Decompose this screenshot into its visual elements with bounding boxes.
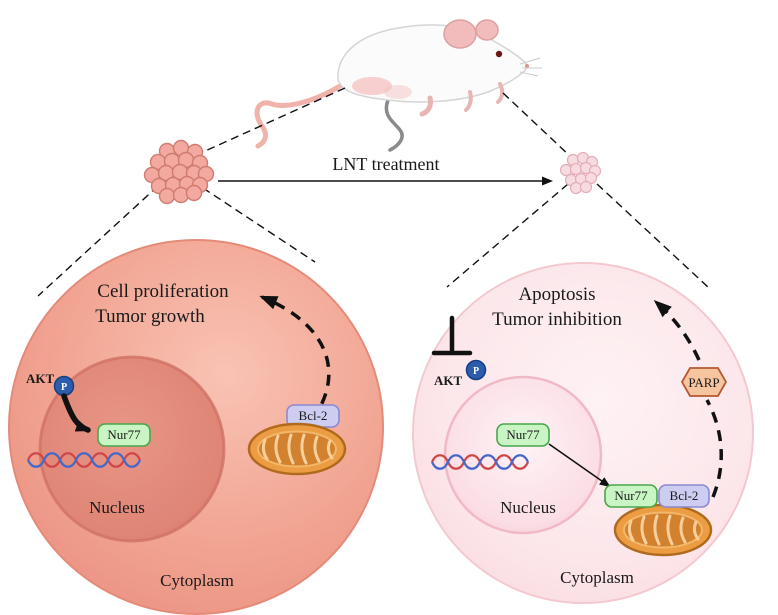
mouse-front-leg-2 [496,82,505,104]
nur77-badge-right-nucleus [496,423,550,447]
right-outcome-line1: Apoptosis [518,284,595,305]
phospho-label-left: P [61,382,67,393]
mouse-eye [495,50,503,58]
parp-badge [680,367,728,397]
left-tumor-to-cell-line-2 [202,187,316,263]
left-nucleus [38,355,226,543]
mouse-ear-outer [443,19,477,49]
akt-label-right: AKT [434,373,463,388]
treated-tumor [559,151,602,195]
mouse-illustration [254,19,542,152]
nur77-badge-right-mito [604,484,658,508]
nucleus-label-left: Nucleus [89,498,145,517]
dna-right [430,454,530,470]
lnt-treatment-label: LNT treatment [332,154,439,174]
mitochondria-right [613,503,713,557]
dashed-connectors [37,87,710,297]
proliferation-arrow [259,295,331,422]
left-tumor-to-cell-line-1 [37,185,159,297]
akt-to-nur77-arrow [61,393,91,433]
mouse-tail-gray [384,98,404,152]
nur77-badge-left [97,423,151,447]
left-outcome-line1: Cell proliferation [97,281,229,302]
lnt-treatment: LNT treatment [218,154,553,186]
right-outcome-line2: Tumor inhibition [492,309,622,330]
mitochondria-left [247,422,347,476]
right-tumor-to-cell-line-1 [446,183,569,288]
akt-label-left: AKT [26,371,55,386]
untreated-tumor [143,139,215,205]
nur77-translocation-arrow [548,443,611,488]
cytoplasm-label-left: Cytoplasm [160,571,234,590]
phospho-badge-right [465,359,487,381]
parp-label: PARP [688,375,719,390]
mouse-ear-inner [475,19,499,41]
mouse-front-leg [464,90,473,112]
akt-inhibition-tbar [431,315,473,356]
bcl2-label-right: Bcl-2 [670,488,699,503]
left-cell: Cell proliferation Tumor growth AKT P Nu… [8,239,384,615]
mouse-whiskers [519,57,542,77]
apoptosis-arrow-upper [653,300,701,361]
mouse-nose [525,64,529,68]
nur77-label-right-mito: Nur77 [614,488,648,503]
right-cell: Apoptosis Tumor inhibition AKT P Nur77 N… [412,262,754,604]
dna-left [26,452,142,468]
left-outcome-line2: Tumor growth [95,306,205,327]
mouse-to-left-tumor-line [202,87,346,153]
mouse-tail [254,83,343,149]
bcl2-label-left: Bcl-2 [299,408,328,423]
nur77-label-left: Nur77 [107,427,141,442]
mouse-tumor-site-2 [384,85,412,99]
phospho-label-right: P [473,366,479,377]
nur77-label-right-nucleus: Nur77 [506,427,540,442]
mouse-hind-leg [419,95,433,117]
bcl2-badge-right [658,484,710,508]
mouse-tumor-site [352,77,392,95]
mouse-to-right-tumor-line [502,92,572,158]
cytoplasm-label-right: Cytoplasm [560,568,634,587]
nucleus-label-right: Nucleus [500,498,556,517]
